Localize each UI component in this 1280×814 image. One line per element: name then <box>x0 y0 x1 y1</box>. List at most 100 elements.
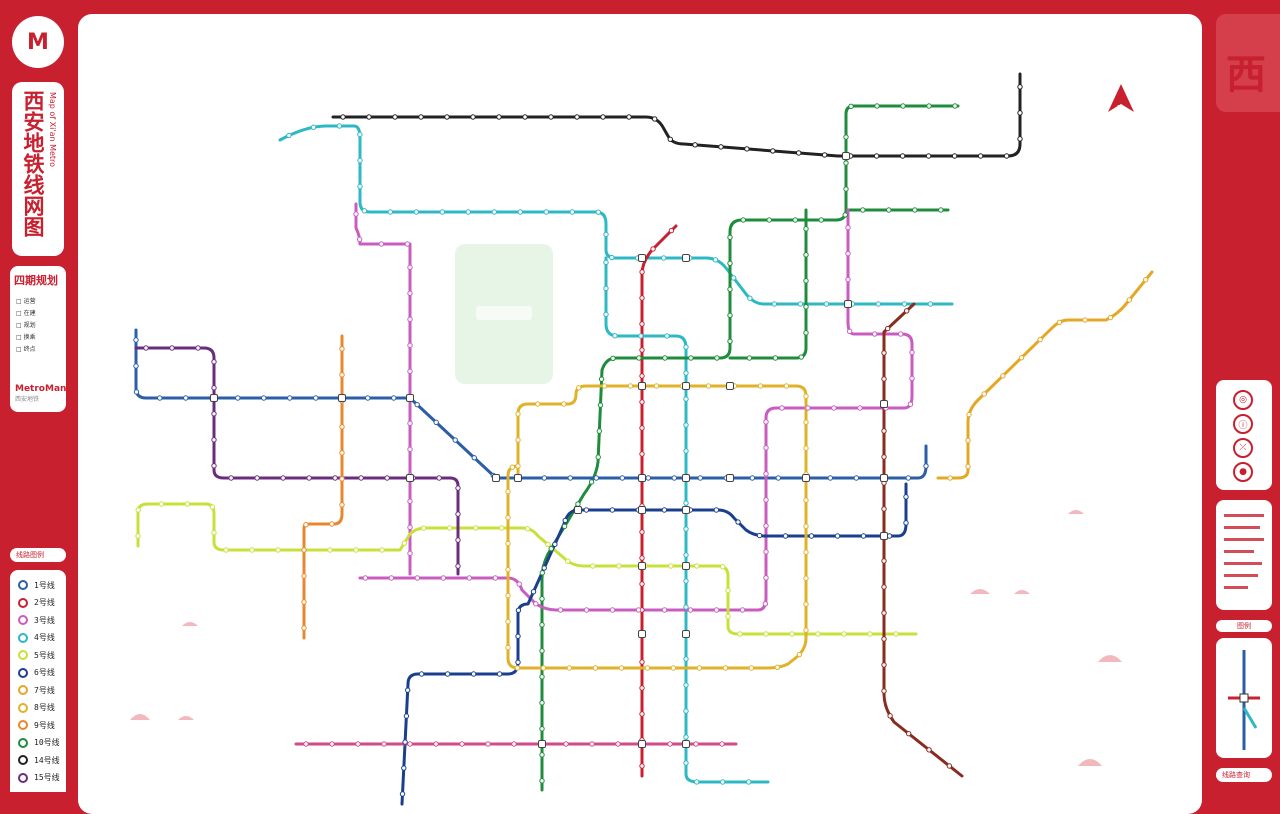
station-dot[interactable] <box>803 226 809 232</box>
metro-line8[interactable] <box>506 384 808 670</box>
interchange-station[interactable] <box>726 474 734 482</box>
station-dot[interactable] <box>722 665 729 671</box>
station-dot[interactable] <box>539 700 545 706</box>
station-dot[interactable] <box>903 494 909 500</box>
station-dot[interactable] <box>211 463 217 469</box>
station-dot[interactable] <box>379 547 385 553</box>
station-dot[interactable] <box>737 631 743 637</box>
station-dot[interactable] <box>952 103 958 109</box>
station-dot[interactable] <box>638 333 644 339</box>
station-dot[interactable] <box>329 521 335 527</box>
station-dot[interactable] <box>803 252 809 258</box>
station-dot[interactable] <box>845 276 851 283</box>
station-dot[interactable] <box>803 549 809 555</box>
station-dot[interactable] <box>583 607 590 613</box>
station-dot[interactable] <box>539 726 545 732</box>
route-icon[interactable]: ⤫ <box>1233 438 1253 458</box>
station-dot[interactable] <box>392 114 398 120</box>
station-dot[interactable] <box>693 741 699 747</box>
station-dot[interactable] <box>938 207 944 213</box>
interchange-station[interactable] <box>638 382 646 390</box>
station-dot[interactable] <box>404 687 411 693</box>
station-dot[interactable] <box>884 325 891 332</box>
interchange-station[interactable] <box>726 382 734 390</box>
station-dot[interactable] <box>725 587 731 594</box>
station-dot[interactable] <box>727 234 733 241</box>
interchange-station[interactable] <box>210 394 218 402</box>
station-dot[interactable] <box>696 665 703 671</box>
interchange-station[interactable] <box>514 474 522 482</box>
station-dot[interactable] <box>418 671 425 677</box>
interchange-station[interactable] <box>406 394 414 402</box>
station-dot[interactable] <box>881 688 887 694</box>
station-dot[interactable] <box>881 350 887 356</box>
station-dot[interactable] <box>505 618 511 625</box>
station-dot[interactable] <box>727 312 733 319</box>
station-dot[interactable] <box>301 625 307 631</box>
station-dot[interactable] <box>378 241 385 247</box>
station-dot[interactable] <box>361 208 368 214</box>
station-dot[interactable] <box>683 396 689 402</box>
station-dot[interactable] <box>639 451 645 457</box>
station-dot[interactable] <box>540 665 547 671</box>
legend-row[interactable]: 9号线 <box>18 718 55 732</box>
interchange-station[interactable] <box>638 562 646 570</box>
station-dot[interactable] <box>366 114 372 120</box>
station-dot[interactable] <box>683 422 689 428</box>
station-dot[interactable] <box>569 209 575 215</box>
station-dot[interactable] <box>228 475 234 481</box>
station-dot[interactable] <box>439 209 445 215</box>
station-dot[interactable] <box>693 779 700 785</box>
station-dot[interactable] <box>184 501 191 507</box>
station-dot[interactable] <box>522 114 528 120</box>
station-dot[interactable] <box>873 153 880 159</box>
station-dot[interactable] <box>670 665 677 671</box>
station-dot[interactable] <box>803 523 809 529</box>
station-dot[interactable] <box>407 290 413 297</box>
station-dot[interactable] <box>645 475 652 481</box>
station-dot[interactable] <box>515 437 521 443</box>
station-dot[interactable] <box>661 507 668 513</box>
station-dot[interactable] <box>157 395 163 401</box>
station-dot[interactable] <box>846 328 853 335</box>
station-dot[interactable] <box>803 445 809 451</box>
station-dot[interactable] <box>1000 373 1006 379</box>
station-dot[interactable] <box>446 525 453 531</box>
metro-line15[interactable] <box>134 346 460 576</box>
station-dot[interactable] <box>803 627 809 633</box>
station-dot[interactable] <box>881 636 887 642</box>
station-dot[interactable] <box>595 209 601 215</box>
station-dot[interactable] <box>639 711 645 717</box>
station-dot[interactable] <box>909 375 915 382</box>
station-dot[interactable] <box>843 160 849 166</box>
interchange-station[interactable] <box>682 740 690 748</box>
station-dot[interactable] <box>515 659 521 665</box>
station-dot[interactable] <box>609 607 616 613</box>
station-dot[interactable] <box>639 321 645 327</box>
station-dot[interactable] <box>763 419 769 425</box>
legend-row[interactable]: 10号线 <box>18 736 60 750</box>
station-dot[interactable] <box>254 475 260 481</box>
station-dot[interactable] <box>886 207 892 213</box>
station-dot[interactable] <box>353 211 359 217</box>
station-dot[interactable] <box>893 631 899 637</box>
station-dot[interactable] <box>515 607 522 614</box>
station-dot[interactable] <box>1082 317 1088 323</box>
station-dot[interactable] <box>548 545 554 552</box>
zoom-icon[interactable]: ◎ <box>1233 390 1253 410</box>
station-dot[interactable] <box>1126 297 1132 303</box>
station-dot[interactable] <box>667 136 673 142</box>
station-dot[interactable] <box>301 599 307 605</box>
station-dot[interactable] <box>365 395 371 401</box>
station-dot[interactable] <box>815 631 821 637</box>
station-dot[interactable] <box>639 529 645 535</box>
station-dot[interactable] <box>388 575 395 581</box>
station-dot[interactable] <box>492 575 499 581</box>
station-dot[interactable] <box>567 475 574 481</box>
station-dot[interactable] <box>545 541 551 548</box>
station-dot[interactable] <box>749 475 756 481</box>
station-dot[interactable] <box>881 376 887 382</box>
station-dot[interactable] <box>697 475 704 481</box>
station-dot[interactable] <box>772 355 779 361</box>
station-dot[interactable] <box>803 575 809 581</box>
